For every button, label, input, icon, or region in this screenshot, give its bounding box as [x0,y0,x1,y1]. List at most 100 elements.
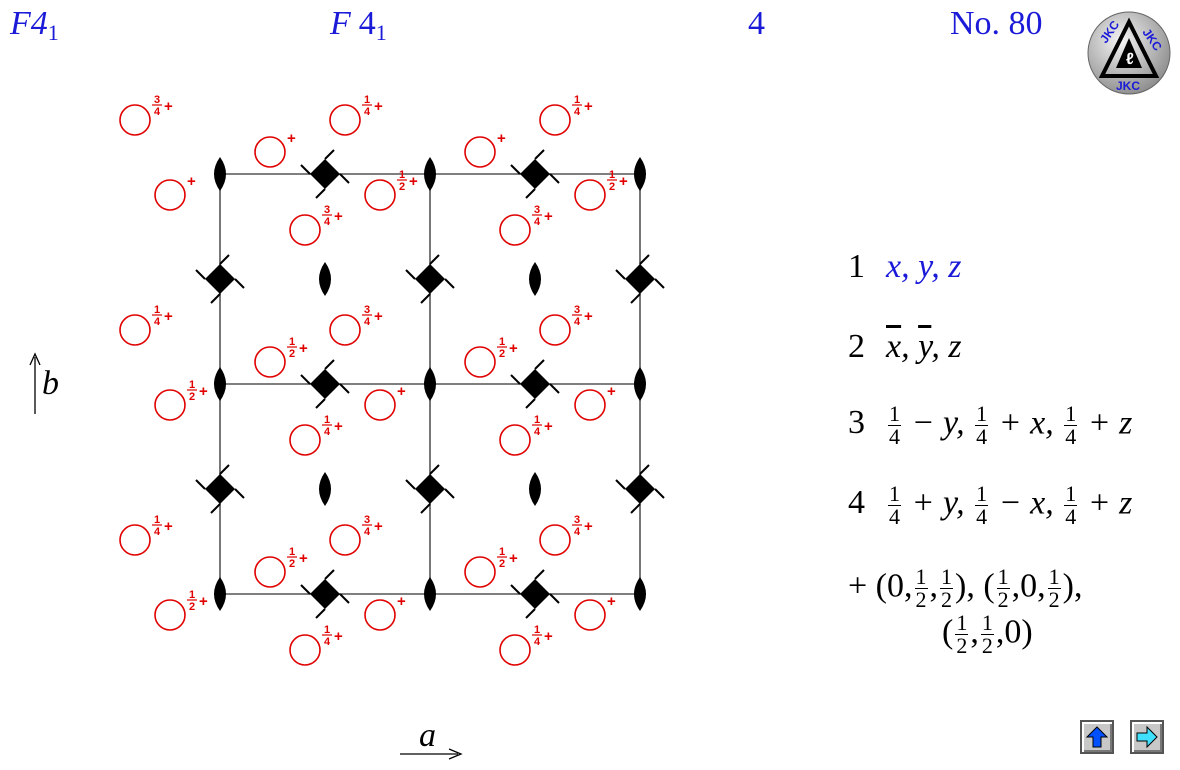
screw-axis-diamond [415,474,445,504]
full-symbol-axis: 4 [358,5,376,42]
position-circle-icon [539,104,571,136]
position-circle-icon [464,346,496,378]
b-axis-label: b [42,365,59,402]
height-sign: + [544,628,553,645]
general-position: 12+ [464,336,518,378]
position-circle-icon [119,524,151,556]
coordinate-2-z: z [948,328,962,365]
height-denominator: 4 [534,216,541,228]
screw-axis-tail [534,149,545,160]
two-fold-axis-icon [319,472,331,506]
four-one-screw-axes [195,149,665,619]
a-axis-arrowhead-icon [448,748,463,760]
height-denominator: 4 [534,426,541,438]
position-circle-icon [254,346,286,378]
screw-axis-tail [405,479,416,490]
screw-axis-tail [630,503,641,514]
general-position: 34+ [119,94,173,136]
screw-axis-tail [324,569,335,580]
height-numerator: 3 [154,94,160,106]
screw-axis-tail [525,398,536,409]
general-position: + [574,593,616,631]
height-sign: + [607,383,616,400]
svg-text:ℓ: ℓ [1126,51,1134,68]
general-position: 34+ [539,304,593,346]
height-sign: + [199,383,208,400]
general-position: 14+ [329,94,383,136]
position-circle-icon [574,389,606,421]
general-position: 34+ [539,514,593,556]
height-sign: + [619,173,628,190]
position-circle-icon [499,424,531,456]
screw-axis-tail [219,464,230,475]
screw-axis-tail [219,254,230,265]
general-position: 12 + [574,169,628,211]
height-sign: + [287,130,296,147]
nav-up-button[interactable] [1080,720,1114,754]
a-axis-indicator: a [400,717,463,760]
screw-axis-tail [315,398,326,409]
screw-axis-tail [444,278,455,289]
two-fold-axis-icon [634,577,646,611]
screw-axis-tail [339,173,350,184]
coordinate-3-term-2: + x, [998,404,1054,442]
nav-next-button[interactable] [1130,720,1164,754]
short-symbol-subscript: 1 [47,20,59,45]
two-fold-axis-icon [529,262,541,296]
position-circle-icon [289,214,321,246]
four-one-screw-axis-icon [510,359,560,409]
coordinate-4-number: 4 [848,484,865,522]
height-sign: + [334,418,343,435]
screw-axis-tail [639,464,650,475]
a-axis-label: a [419,717,436,754]
position-circle-icon [154,389,186,421]
general-position: 34+ [329,514,383,556]
position-circle-icon [254,136,286,168]
height-denominator: 4 [574,316,581,328]
coordinate-3-term-3: + z [1087,404,1133,442]
height-denominator: 2 [609,181,615,193]
coordinate-4-term-3: + z [1087,484,1133,522]
screw-axis-diamond [520,579,550,609]
screw-axis-tail [510,164,521,175]
arrow-right-icon [1136,725,1158,749]
height-sign: + [607,593,616,610]
height-sign: + [544,418,553,435]
four-one-screw-axis-icon [510,569,560,619]
height-sign: + [544,208,553,225]
screw-axis-tail [549,593,560,604]
screw-axis-tail [234,488,245,499]
height-denominator: 4 [324,216,331,228]
height-sign: + [164,308,173,325]
height-numerator: 1 [609,169,615,181]
two-fold-axis-icon [214,577,226,611]
screw-axis-tail [195,269,206,280]
height-sign: + [509,340,518,357]
height-numerator: 1 [534,624,540,636]
position-circle-icon [364,389,396,421]
height-numerator: 3 [574,514,580,526]
screw-axis-diamond [415,264,445,294]
height-denominator: 2 [289,558,295,570]
screw-axis-tail [300,374,311,385]
general-position: 14+ [289,624,343,666]
height-numerator: 1 [324,624,330,636]
height-numerator: 3 [364,304,370,316]
position-circle-icon [329,314,361,346]
two-fold-axis-icon [529,472,541,506]
screw-axis-diamond [520,159,550,189]
full-symbol-letter: F [330,5,351,42]
four-one-screw-axis-icon [195,464,245,514]
coordinate-2-number: 2 [848,328,865,365]
coordinate-1-text: x, y, z [886,248,962,285]
height-numerator: 1 [189,589,195,601]
height-sign: + [397,593,406,610]
logo-text-3: JKC [1116,79,1140,93]
two-fold-axis-icon [214,157,226,191]
screw-axis-tail [234,278,245,289]
general-position: 34+ [329,304,383,346]
